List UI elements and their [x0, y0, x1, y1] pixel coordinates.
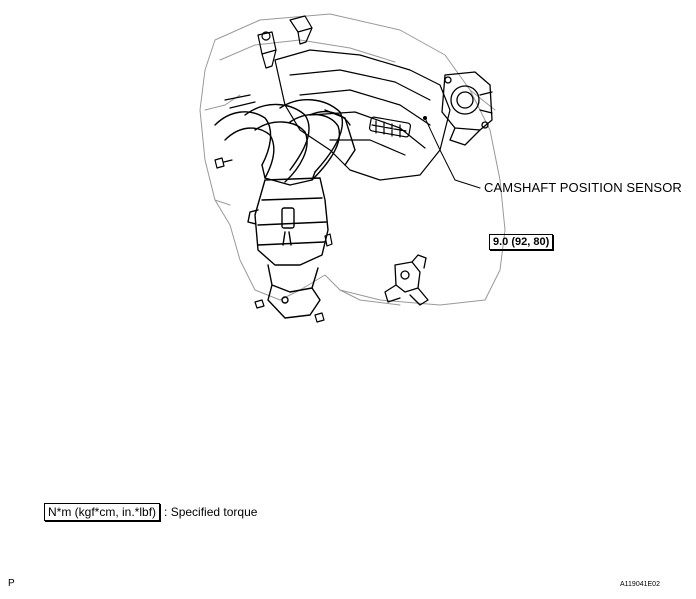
callout-leader: [423, 116, 481, 189]
engine-block-outline: [199, 13, 506, 306]
page-letter: P: [8, 578, 15, 589]
torque-legend: N*m (kgf*cm, in.*lbf): Specified torque: [44, 503, 258, 521]
camshaft-sensor-callout: CAMSHAFT POSITION SENSOR: [484, 180, 682, 195]
ignition-coils: [224, 15, 313, 109]
exhaust-manifold: [214, 99, 356, 186]
fasteners: [214, 157, 333, 323]
camshaft-sensor-part: [384, 254, 429, 306]
throttle-body: [441, 71, 493, 146]
intake-manifold: [274, 49, 451, 181]
legend-description: : Specified torque: [164, 505, 258, 519]
catalytic-converter: [247, 177, 329, 319]
legend-unit-box: N*m (kgf*cm, in.*lbf): [44, 503, 161, 521]
figure-id: A119041E02: [620, 581, 660, 588]
torque-value-box: 9.0 (92, 80): [489, 234, 554, 250]
